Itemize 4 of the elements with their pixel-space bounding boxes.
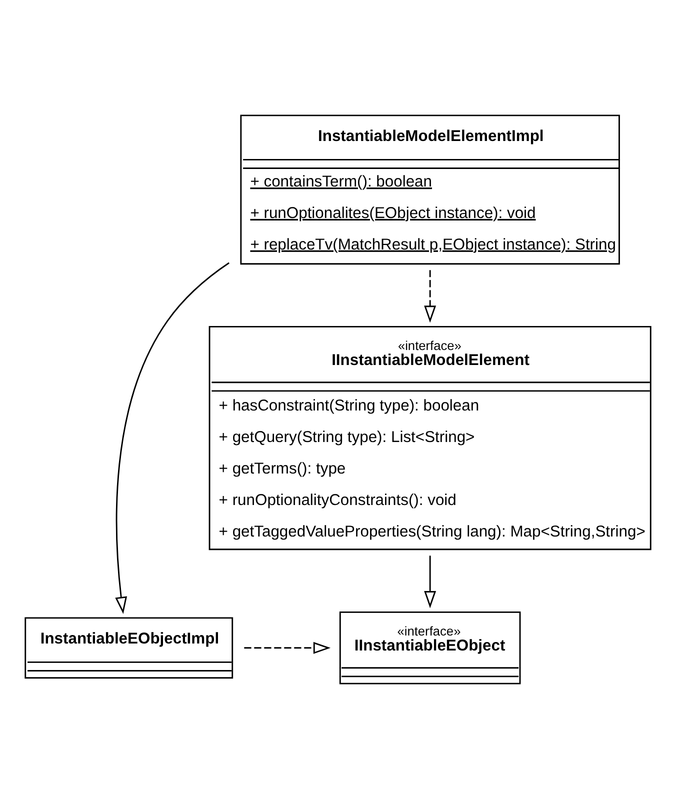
arrow xyxy=(424,270,436,322)
arrow xyxy=(115,262,230,614)
arrow xyxy=(424,555,436,608)
arrow xyxy=(244,641,331,654)
